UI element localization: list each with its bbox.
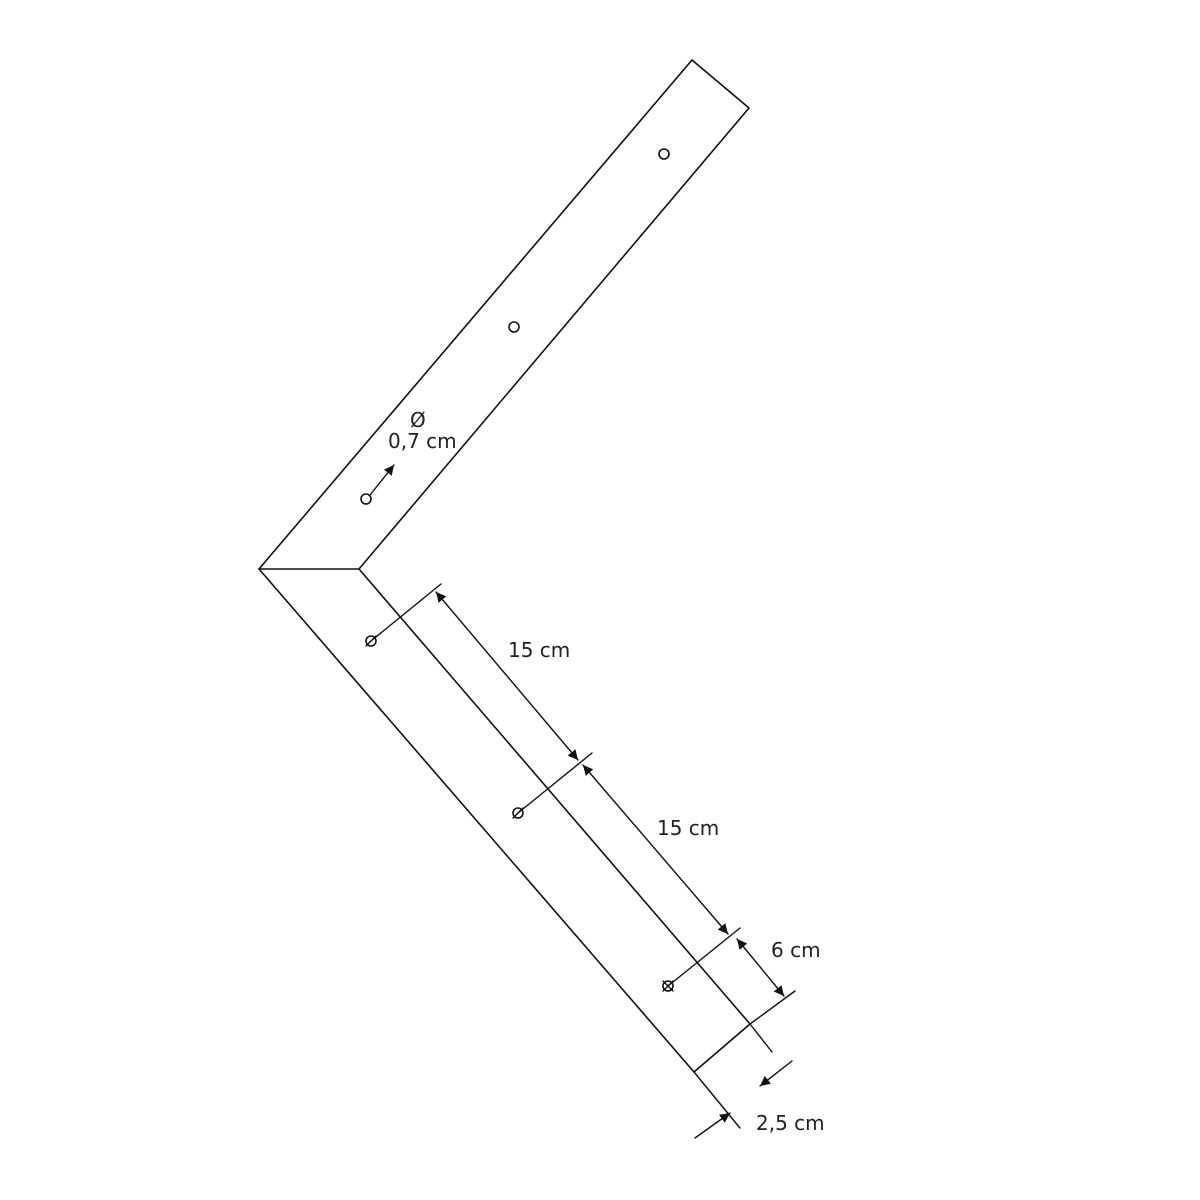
hole-icon [508, 321, 520, 333]
end-offset-label: 6 cm [771, 938, 821, 962]
width-arrow-outer [694, 1112, 731, 1139]
diameter-symbol-label: Ø [410, 408, 426, 432]
dimension-15cm-b [582, 764, 729, 935]
width-arrow-inner [759, 1060, 793, 1087]
hole-extension-line [517, 752, 593, 814]
lower-holes [365, 583, 741, 992]
dimension-15cm-a [435, 591, 579, 761]
hole-extension-line [667, 927, 741, 987]
lower-arm [258, 568, 796, 1129]
hole-crossmark [662, 980, 674, 992]
width-extension-inner [749, 1023, 773, 1053]
hole-crossmark [512, 807, 524, 819]
hole-crossmark [365, 635, 377, 647]
hole-extension-line [370, 583, 442, 642]
lower-arm-inner-edge [358, 568, 751, 1025]
spacing-label-1: 15 cm [508, 638, 570, 662]
end-extension-line [749, 990, 796, 1025]
lower-arm-outer-edge [258, 568, 695, 1073]
upper-arm-outline [258, 59, 750, 570]
diameter-arrow [369, 464, 395, 496]
width-label: 2,5 cm [756, 1111, 825, 1135]
diameter-value-label: 0,7 cm [388, 429, 457, 453]
upper-arm [258, 59, 750, 570]
width-extension-outer [693, 1071, 741, 1129]
dimension-6cm [736, 938, 785, 997]
lower-arm-end [693, 1023, 751, 1073]
spacing-label-2: 15 cm [657, 816, 719, 840]
hole-icon [360, 493, 372, 505]
hole-icon [658, 148, 670, 160]
